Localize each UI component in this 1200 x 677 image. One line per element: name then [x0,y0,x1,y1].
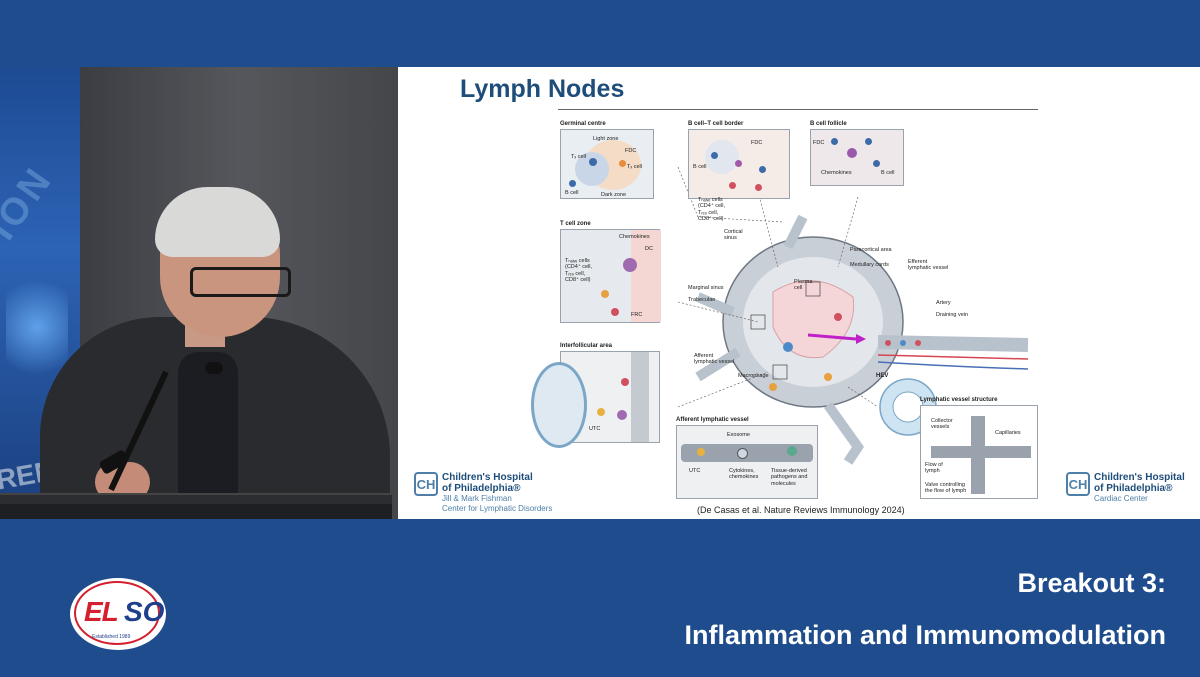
label-collector: Collector vessels [931,418,953,431]
podium [0,504,392,519]
label-utc-afferent: UTC [689,468,701,474]
interfollicular-title: Interfollicular area [560,343,613,349]
afferent-vessel-panel: Exosome UTC Cytokines, chemokines Tissue… [676,425,818,499]
title-divider [558,109,1038,110]
label-fdc: FDC [625,148,637,154]
germinal-centre-panel: Light zone FDC Tₓ cell Tₓ cell B cell Da… [560,129,654,199]
label-valve: Valve controlling the flow of lymph [925,482,967,495]
label-plasma-cell: Plasma cell [794,279,813,292]
hev-title: HEV [876,373,889,379]
presentation-slide: Lymph Nodes [398,67,1200,519]
label-capillaries: Capillaries [995,430,1021,436]
logo-left-sub1: Jill & Mark Fishman [442,494,512,503]
t-cell-zone-title: T cell zone [560,221,591,227]
breakout-subtitle: Inflammation and Immunomodulation [684,620,1167,650]
afferent-vessel-title: Afferent lymphatic vessel [676,417,749,423]
label-fdc-bt: FDC [751,140,763,146]
label-b-cell: B cell [565,190,579,196]
microphone-icon [205,362,223,374]
label-marginal-sinus: Marginal sinus [688,285,724,291]
label-cortical-sinus: Cortical sinus [724,229,743,242]
chop-mark-icon-right: CH [1066,472,1090,496]
speaker-hair [155,187,280,257]
b-cell-follicle-title: B cell follicle [810,121,847,127]
chop-mark-icon: CH [414,472,438,496]
label-fdc-follicle: FDC [813,140,825,146]
logo-right-name2: of Philadelphia® [1094,483,1173,494]
elso-ring-icon [74,581,160,645]
label-medullary: Medullary cords [850,262,889,268]
logo-right-sub1: Cardiac Center [1094,494,1148,503]
label-tfh-cell: Tₓ cell [571,154,586,160]
vessel-structure-title: Lymphatic vessel structure [920,397,998,403]
label-efferent: Efferent lymphatic vessel [908,259,949,272]
bt-border-panel: FDC B cell [688,129,790,199]
label-utc: UTC [589,426,601,432]
logo-left-sub2: Center for Lymphatic Disorders [442,503,553,513]
label-dc: DC [645,246,653,252]
elso-letters-blue: SO [124,596,165,627]
label-flow: Flow of lymph [925,462,943,475]
label-afferent: Afferent lymphatic vessel [694,353,735,366]
bt-border-title: B cell–T cell border [688,121,744,127]
label-macrophage: Macrophage [738,373,769,379]
elso-logo: EL SO Established 1989 [70,578,166,650]
elso-established: Established 1989 [92,634,131,640]
logo-left-name1: Children's Hospital [442,472,533,483]
speaker-glasses [190,267,291,297]
label-paracortical: Paracortical area [850,247,892,253]
speaker-video: ION RENI [0,67,398,519]
breakout-title: Breakout 3: [1017,568,1166,598]
label-light-zone: Light zone [593,136,619,142]
chop-logo-left: CH Children's Hospital of Philadelphia® … [414,472,552,513]
germinal-centre-title: Germinal centre [560,121,606,127]
label-draining-vein: Draining vein [936,312,969,318]
label-exosome: Exosome [727,432,750,438]
b-cell-follicle-panel: FDC Chemokines B cell [810,129,904,186]
label-naive-t-cells: Tₙₐᵢᵥₑ cells (CD4⁺ cell, Tᵣₑ₉ cell, CD8⁺… [565,258,593,283]
label-naive-cells-node: Tₙₐᵢᵥₑ cells (CD4⁺ cell, Tᵣₑ₉ cell, CD8⁺… [698,197,726,222]
logo-left-name2: of Philadelphia® [442,483,521,494]
label-tfh-cell-2: Tₓ cell [627,164,642,170]
label-cytokines: Cytokines, chemokines [729,468,759,481]
logo-right-name1: Children's Hospital [1094,472,1185,483]
label-chemokines: Chemokines [821,170,852,176]
lymph-node-figure: Light zone FDC Tₓ cell Tₓ cell B cell Da… [531,117,1038,499]
citation: (De Casas et al. Nature Reviews Immunolo… [697,505,905,515]
label-b-cell-bt: B cell [693,164,707,170]
elso-letters-red: EL [84,596,119,627]
vessel-structure-panel: Collector vessels Capillaries Flow of ly… [920,405,1038,499]
label-frc: FRC [631,312,643,318]
slide-title: Lymph Nodes [460,75,625,103]
label-artery: Artery [936,300,951,306]
backdrop-text: ION [0,158,62,248]
chop-logo-right: CH Children's Hospital of Philadelphia® … [1066,472,1185,504]
label-dark-zone: Dark zone [601,192,627,198]
speaker-shirt [178,352,238,519]
label-chemokines-tzone: Chemokines [619,234,650,240]
label-tissue-derived: Tissue-derived pathogens and molecules [771,468,808,487]
label-trabeculae: Trabeculae [688,297,716,303]
label-b-cell-follicle: B cell [881,170,895,176]
t-cell-zone-panel: Chemokines DC Tₙₐᵢᵥₑ cells (CD4⁺ cell, T… [560,229,661,323]
interfollicular-panel: UTC [531,351,660,448]
lymph-node-diagram [677,166,1029,497]
